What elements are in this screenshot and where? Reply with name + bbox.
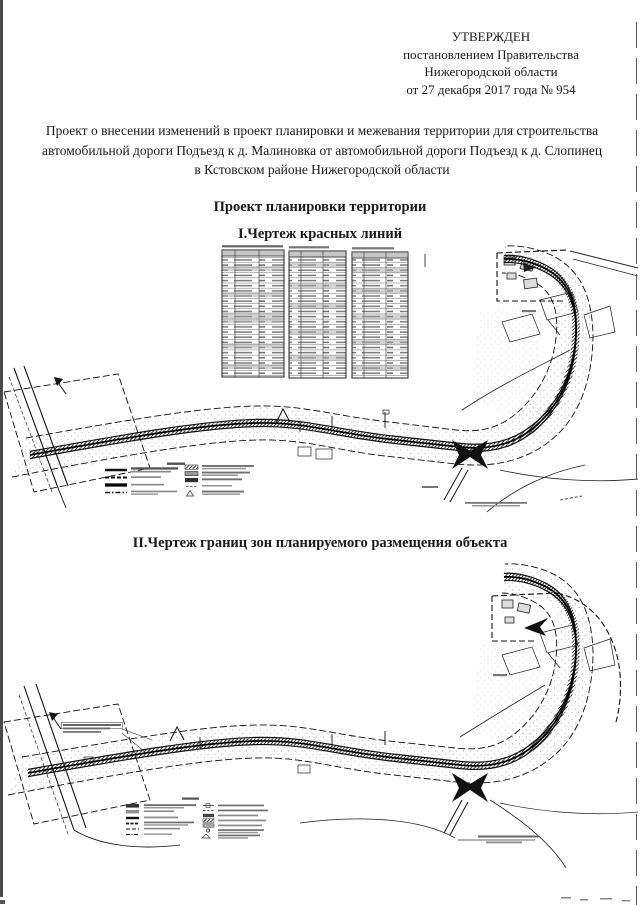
- approval-line-1: УТВЕРЖДЕН: [451, 29, 531, 44]
- land-parcels: [501, 291, 616, 343]
- north-arrow-icon: [49, 712, 62, 730]
- legend: [105, 462, 254, 497]
- buildings-cluster: [501, 599, 548, 636]
- section-heading: Проект планировки территории: [213, 199, 427, 215]
- planned-road: [30, 254, 576, 460]
- scan-edge-left: [0, 0, 3, 897]
- placement-zones-drawing: [3, 563, 639, 902]
- approval-line-4: от 27 декабря 2017 года № 954: [406, 81, 576, 97]
- coordinate-table-2: [288, 250, 347, 379]
- context-lines: [461, 349, 639, 513]
- existing-road: [18, 683, 181, 848]
- zone-boundaries: [3, 563, 594, 825]
- scan-speck: [0, 900, 5, 904]
- drawing-1-heading: I.Чертеж красных линий: [237, 226, 403, 242]
- existing-road: [8, 365, 69, 509]
- approval-line-2: постановлением Правительства: [403, 46, 579, 62]
- scan-specks: [561, 897, 630, 902]
- map-labels: [182, 674, 538, 844]
- context-lines: [299, 684, 639, 869]
- annotation-callout: [61, 722, 153, 753]
- approval-line-3: Нижегородской области: [424, 64, 558, 79]
- land-parcels: [501, 624, 616, 676]
- approval-stamp: УТВЕРЖДЕН постановлением Правительства Н…: [355, 28, 627, 98]
- red-lines-drawing: [3, 245, 639, 513]
- north-arrow-icon: [54, 377, 67, 395]
- document-title: Проект о внесении изменений в проект пла…: [41, 123, 603, 177]
- junction-marker: [443, 773, 488, 836]
- map-labels: [422, 310, 536, 507]
- coordinate-table-3: [351, 251, 409, 379]
- drawing-2-heading: II.Чертеж границ зон планируемого размещ…: [132, 535, 508, 551]
- scan-edge-right: [636, 22, 638, 905]
- legend: [126, 803, 268, 839]
- zone-top-roads: [569, 250, 639, 277]
- planned-road: [28, 572, 576, 778]
- coordinate-table-1: [221, 249, 285, 378]
- junction-marker: [443, 440, 488, 503]
- table-captions: [222, 245, 426, 267]
- zone-boundary-top: [491, 592, 621, 723]
- zone-boundary: [496, 249, 568, 302]
